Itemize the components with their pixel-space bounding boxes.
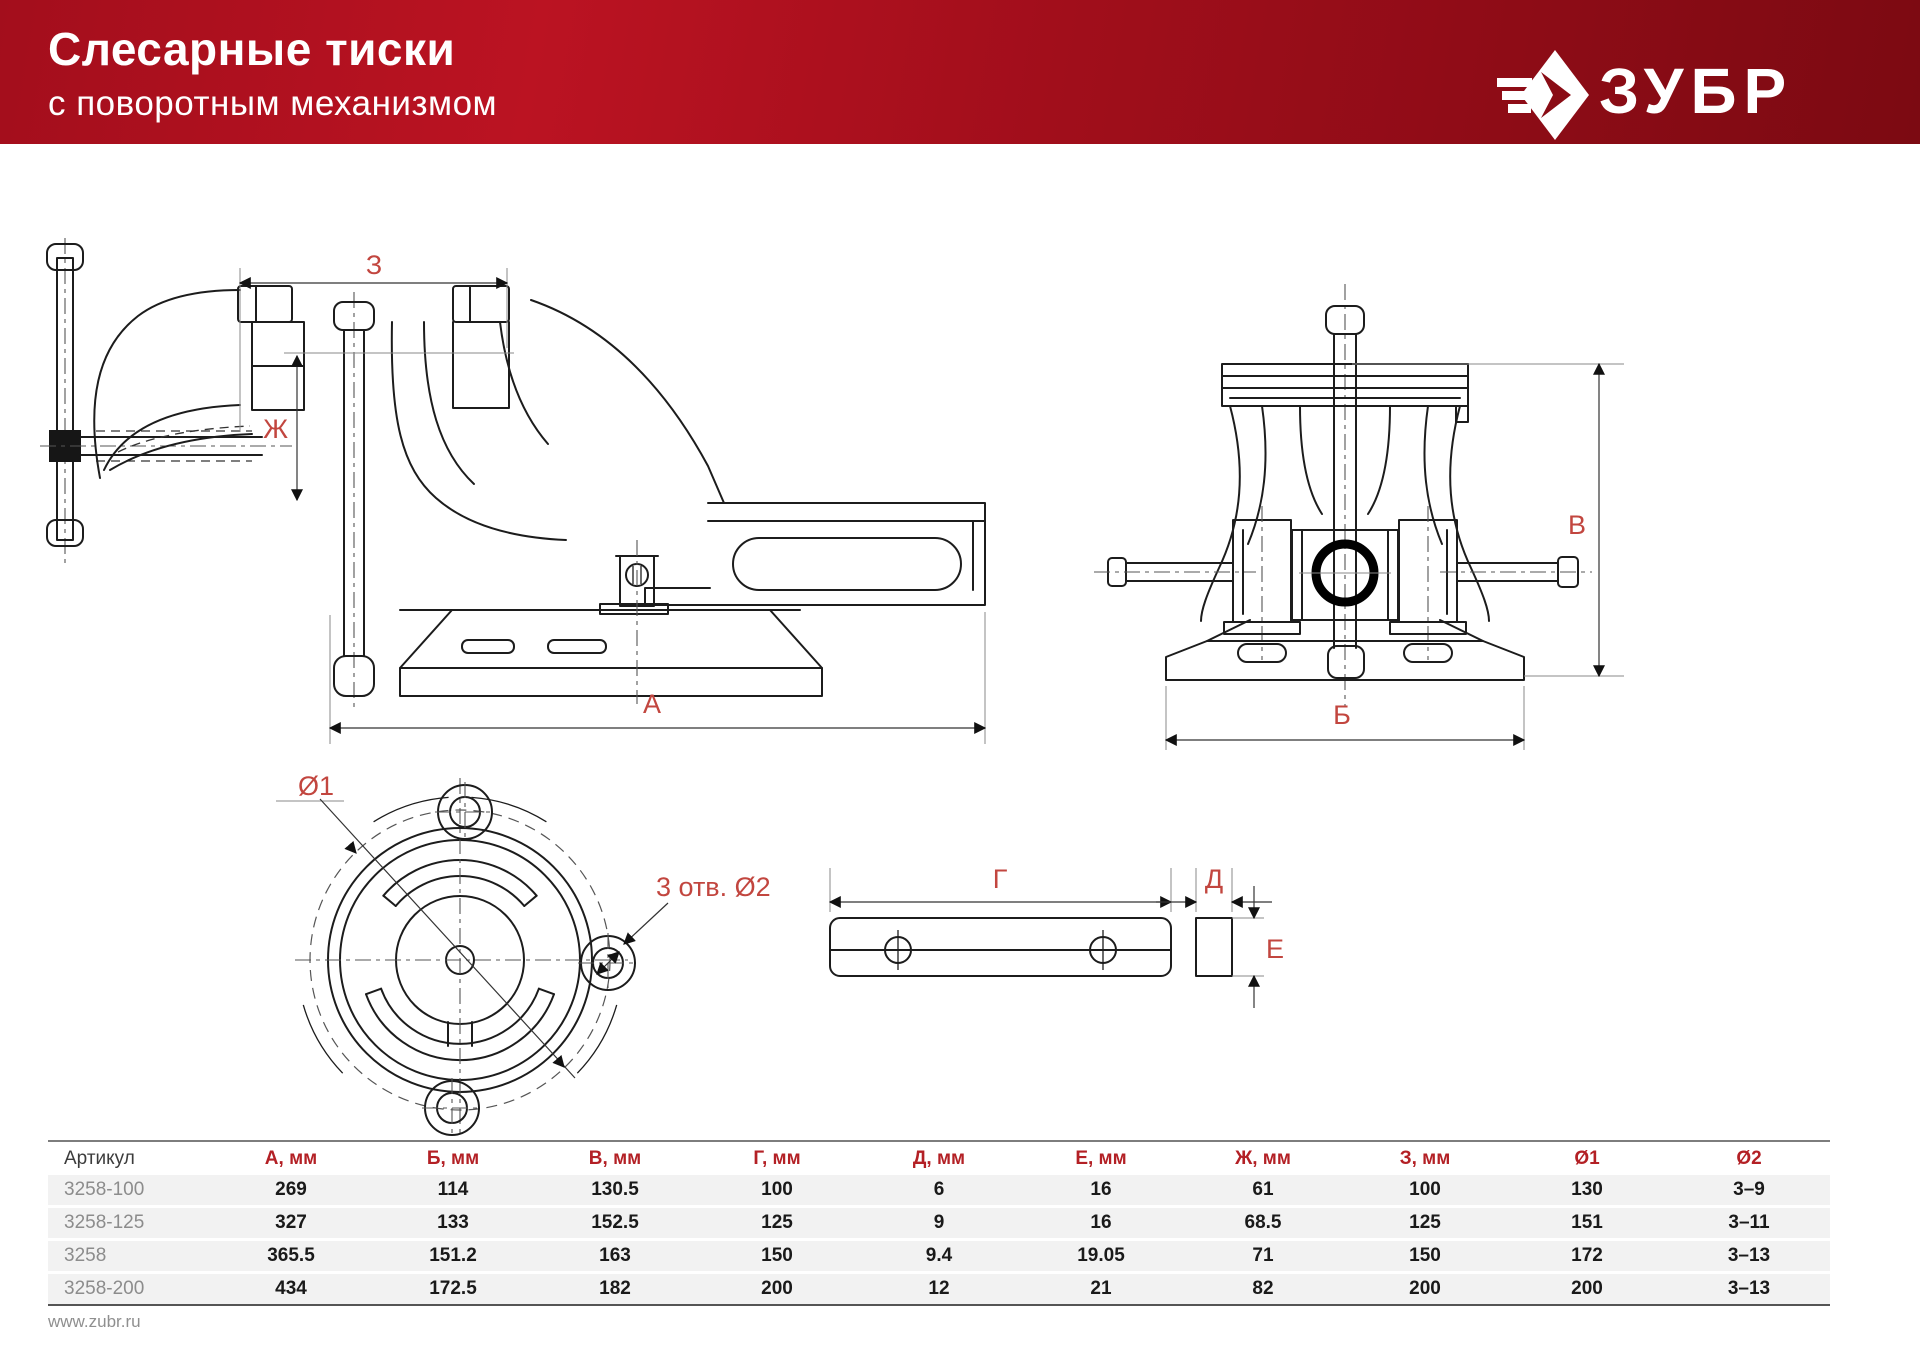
cell-sku: 3258-125 (48, 1206, 210, 1241)
cell-value: 68.5 (1182, 1206, 1344, 1241)
column-header-d2: Ø2 (1668, 1141, 1830, 1175)
cell-value: 71 (1182, 1239, 1344, 1274)
cell-value: 434 (210, 1272, 372, 1305)
screw-foot (1327, 645, 1365, 679)
base-plan-view-drawing: Ø1 3 отв. Ø2 (276, 771, 771, 1136)
dim-label-e: Е (1266, 934, 1284, 964)
header-band: Слесарные тиски с поворотным механизмом … (0, 0, 1920, 144)
dim-label-g: Г (993, 864, 1008, 894)
cell-value: 9 (858, 1206, 1020, 1241)
cell-value: 163 (534, 1239, 696, 1274)
column-header-v: В, мм (534, 1141, 696, 1175)
dim-label-z: З (366, 250, 382, 280)
column-header-zh: Ж, мм (1182, 1141, 1344, 1175)
cell-value: 150 (696, 1239, 858, 1274)
dim-label-zh: Ж (263, 414, 288, 444)
cell-value: 151.2 (372, 1239, 534, 1274)
cell-value: 172.5 (372, 1272, 534, 1305)
cell-value: 365.5 (210, 1239, 372, 1274)
cell-value: 9.4 (858, 1239, 1020, 1274)
cell-value: 3–9 (1668, 1175, 1830, 1208)
side-view-drawing: З Ж А (40, 238, 987, 744)
column-header-b: Б, мм (372, 1141, 534, 1175)
cell-value: 182 (534, 1272, 696, 1305)
cell-value: 6 (858, 1175, 1020, 1208)
page-title: Слесарные тиски (48, 23, 456, 75)
cell-value: 19.05 (1020, 1239, 1182, 1274)
cell-value: 269 (210, 1175, 372, 1208)
cell-sku: 3258 (48, 1239, 210, 1274)
brand-name: ЗУБР (1599, 55, 1794, 127)
brand-logo: ЗУБР (1497, 48, 1887, 142)
cell-value: 3–13 (1668, 1239, 1830, 1274)
jaw-plate-drawing: Г Д Е (828, 864, 1284, 1008)
cell-value: 100 (1344, 1175, 1506, 1208)
page-subtitle: с поворотным механизмом (48, 84, 498, 123)
column-header-g: Г, мм (696, 1141, 858, 1175)
cell-value: 327 (210, 1206, 372, 1241)
table-row: 3258-200 434 172.5 182 200 12 21 82 200 … (48, 1272, 1830, 1305)
cell-value: 12 (858, 1272, 1020, 1305)
cell-value: 16 (1020, 1175, 1182, 1208)
dim-label-v: В (1568, 510, 1586, 540)
dim-label-b: Б (1333, 700, 1351, 730)
cell-value: 200 (696, 1272, 858, 1305)
cell-value: 133 (372, 1206, 534, 1241)
cell-value: 151 (1506, 1206, 1668, 1241)
cell-value: 3–11 (1668, 1206, 1830, 1241)
cell-value: 3–13 (1668, 1272, 1830, 1305)
table-header-row: Артикул А, мм Б, мм В, мм Г, мм Д, мм Е,… (48, 1141, 1830, 1175)
cell-value: 200 (1506, 1272, 1668, 1305)
cell-value: 125 (1344, 1206, 1506, 1241)
dim-label-a: А (643, 689, 661, 719)
cell-value: 130.5 (534, 1175, 696, 1208)
cell-value: 172 (1506, 1239, 1668, 1274)
column-header-e: Е, мм (1020, 1141, 1182, 1175)
zubr-logo-icon (1497, 50, 1589, 140)
cell-value: 150 (1344, 1239, 1506, 1274)
column-header-z: З, мм (1344, 1141, 1506, 1175)
column-header-artikul: Артикул (48, 1141, 210, 1175)
cell-value: 125 (696, 1206, 858, 1241)
column-header-a: А, мм (210, 1141, 372, 1175)
footer-site-link[interactable]: www.zubr.ru (48, 1312, 141, 1331)
spec-table: Артикул А, мм Б, мм В, мм Г, мм Д, мм Е,… (48, 1140, 1830, 1306)
column-header-d1: Ø1 (1506, 1141, 1668, 1175)
cell-value: 152.5 (534, 1206, 696, 1241)
cell-value: 200 (1344, 1272, 1506, 1305)
column-header-d: Д, мм (858, 1141, 1020, 1175)
cell-value: 100 (696, 1175, 858, 1208)
table-row: 3258-100 269 114 130.5 100 6 16 61 100 1… (48, 1175, 1830, 1208)
dim-label-d1: Ø1 (298, 771, 334, 801)
dim-label-holes: 3 отв. Ø2 (656, 872, 771, 902)
cell-value: 61 (1182, 1175, 1344, 1208)
cell-value: 130 (1506, 1175, 1668, 1208)
table-row: 3258 365.5 151.2 163 150 9.4 19.05 71 15… (48, 1239, 1830, 1274)
cell-value: 16 (1020, 1206, 1182, 1241)
cell-value: 21 (1020, 1272, 1182, 1305)
cell-value: 82 (1182, 1272, 1344, 1305)
front-view-drawing: Б В (1094, 284, 1624, 750)
cell-value: 114 (372, 1175, 534, 1208)
table-row: 3258-125 327 133 152.5 125 9 16 68.5 125… (48, 1206, 1830, 1241)
cell-sku: 3258-100 (48, 1175, 210, 1208)
dim-label-d: Д (1205, 864, 1223, 894)
cell-sku: 3258-200 (48, 1272, 210, 1305)
